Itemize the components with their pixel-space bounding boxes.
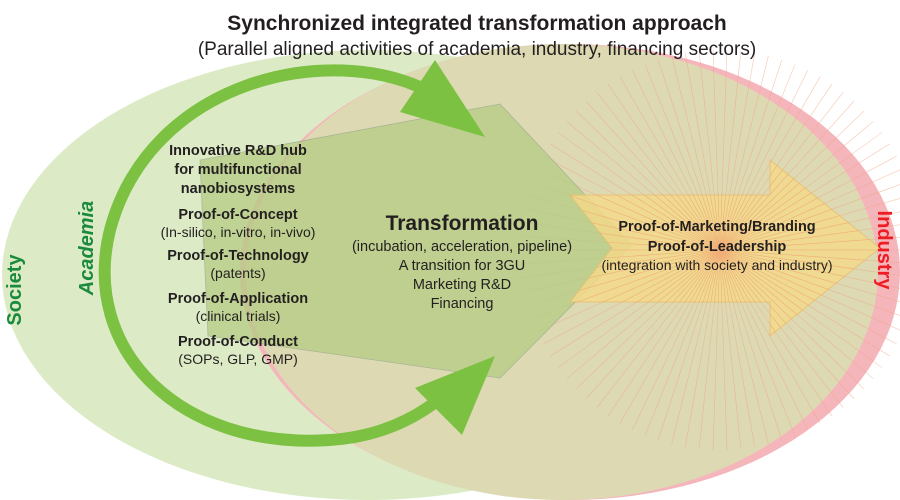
ray-line — [570, 249, 721, 332]
ray-line — [719, 249, 880, 292]
ray-line — [684, 160, 721, 251]
ray-line — [712, 160, 721, 251]
ray-line — [719, 249, 880, 336]
ray-line — [719, 249, 880, 279]
ray-line — [644, 160, 721, 251]
ray-line — [698, 249, 721, 336]
ray-line — [570, 249, 721, 319]
ray-line — [657, 249, 721, 336]
ray-line — [719, 160, 742, 251]
academia-heading-line: for multifunctional — [174, 162, 301, 178]
ray-line — [657, 160, 721, 251]
ray-line — [719, 249, 821, 336]
academia-heading-line: Proof-of-Conduct — [178, 334, 298, 350]
top-arrowhead — [400, 60, 485, 137]
ray-line — [570, 221, 721, 251]
ray-line — [632, 249, 721, 336]
ray-line — [570, 249, 721, 292]
ray-line — [719, 235, 880, 251]
academia-heading-line: Innovative R&D hub — [169, 143, 307, 159]
transformation-line: A transition for 3GU — [399, 258, 526, 274]
academia-heading-line: Proof-of-Technology — [167, 248, 309, 264]
ray-line — [644, 249, 721, 336]
ray-line — [719, 160, 796, 251]
ray-line — [570, 194, 721, 251]
ray-line — [719, 208, 880, 251]
diagram-subtitle: (Parallel aligned activities of academia… — [198, 39, 756, 60]
ray-line — [719, 249, 808, 336]
ray-line — [570, 249, 721, 279]
ray-line — [719, 249, 783, 336]
ray-line — [719, 249, 742, 336]
ray-line — [719, 249, 880, 306]
transformation-line: Financing — [431, 296, 494, 312]
academia-detail-line: (In-silico, in-vitro, in-vivo) — [161, 224, 316, 240]
ray-line — [570, 249, 721, 306]
ray-line — [719, 160, 855, 251]
ray-line — [712, 249, 721, 336]
ray-line — [570, 249, 721, 265]
academia-detail-line: (patents) — [210, 265, 265, 281]
bottom-arrowhead — [415, 356, 495, 435]
ray-line — [719, 160, 783, 251]
ray-line — [719, 160, 844, 251]
ray-line — [719, 160, 880, 251]
academia-heading-line: nanobiosystems — [181, 181, 295, 197]
academia-heading-line: Proof-of-Application — [168, 291, 308, 307]
ray-line — [719, 160, 756, 251]
diagram-title: Synchronized integrated transformation a… — [227, 12, 726, 35]
industry-label: Industry — [873, 211, 895, 291]
ray-line — [671, 249, 721, 336]
ray-line — [570, 181, 721, 251]
ray-line — [719, 249, 880, 265]
ray-line — [719, 160, 874, 251]
proof-of-marketing: Proof-of-Marketing/Branding — [618, 219, 815, 235]
ray-line — [684, 249, 721, 336]
ray-line — [719, 249, 769, 336]
academia-heading-line: Proof-of-Concept — [178, 207, 297, 223]
ray-line — [719, 160, 769, 251]
ray-line — [719, 160, 865, 251]
transformation-line: (incubation, acceleration, pipeline) — [352, 239, 572, 255]
ray-line — [719, 221, 880, 251]
ray-line — [719, 160, 728, 251]
ray-line — [719, 249, 756, 336]
industry-note: (integration with society and industry) — [601, 257, 832, 273]
academia-label: Academia — [76, 201, 98, 297]
ray-line — [698, 160, 721, 251]
ray-line — [719, 249, 728, 336]
society-label: Society — [4, 254, 26, 326]
cycle-arrow-arc — [98, 64, 460, 447]
ray-line — [719, 249, 796, 336]
ray-line — [719, 160, 821, 251]
proof-of-leadership: Proof-of-Leadership — [648, 239, 787, 255]
ray-line — [570, 168, 721, 251]
ray-line — [619, 249, 721, 336]
academia-detail-line: (SOPs, GLP, GMP) — [178, 351, 298, 367]
transformation-line: Marketing R&D — [413, 277, 511, 293]
academia-detail-line: (clinical trials) — [196, 308, 281, 324]
academia-block: Innovative R&D hub for multifunctional nan… — [161, 143, 316, 367]
ray-line — [719, 194, 880, 251]
ray-line — [719, 160, 833, 251]
ray-line — [719, 249, 880, 336]
ray-line — [570, 208, 721, 251]
ray-line — [570, 235, 721, 251]
ray-line — [719, 249, 874, 336]
transformation-heading: Transformation — [386, 212, 539, 235]
ray-line — [671, 160, 721, 251]
